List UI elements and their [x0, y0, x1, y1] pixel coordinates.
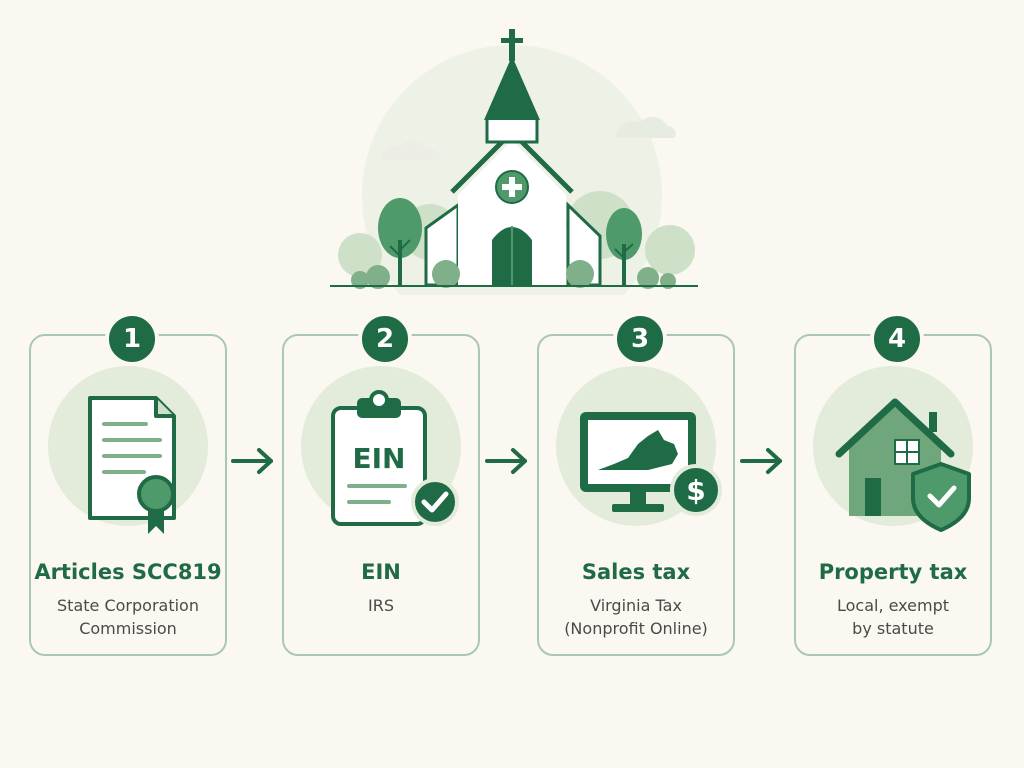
step-title: EIN	[361, 560, 401, 584]
step-subtitle-line: (Nonprofit Online)	[564, 619, 708, 638]
document-seal-icon	[48, 366, 208, 534]
step-subtitle: IRS	[290, 594, 472, 617]
clipboard-label: EIN	[353, 442, 406, 475]
step-card-1: 1 Articles SCC819 State Corporation Comm…	[29, 312, 227, 656]
clipboard-check-icon: EIN	[301, 366, 461, 526]
step-title: Property tax	[818, 560, 968, 584]
monitor-dollar-icon: $	[556, 366, 722, 526]
step-subtitle-line: Commission	[79, 619, 177, 638]
church-illustration	[330, 29, 698, 295]
step-subtitle-line: State Corporation	[57, 596, 199, 615]
step-number-badge: 3	[613, 312, 667, 366]
step-card-4: 4 Property tax Local, exempt by statute	[794, 312, 992, 656]
step-subtitle: State Corporation Commission	[37, 594, 219, 640]
step-subtitle-line: by statute	[852, 619, 934, 638]
dollar-symbol: $	[686, 474, 705, 507]
step-card-2: 2 EIN EIN IRS	[282, 312, 480, 656]
step-number-badge: 4	[870, 312, 924, 366]
step-number-badge: 1	[105, 312, 159, 366]
step-subtitle-line: Local, exempt	[836, 596, 950, 615]
tree-left	[378, 198, 422, 285]
step-card-3: 3 $ Sales tax Virginia Tax (Nonprofit On…	[537, 312, 735, 656]
tree-right	[606, 208, 642, 285]
step-number-badge: 2	[358, 312, 412, 366]
step-subtitle: Virginia Tax (Nonprofit Online)	[545, 594, 727, 640]
arrow-right-icon	[485, 448, 527, 474]
step-title: Sales tax	[581, 560, 691, 584]
step-subtitle-line: Virginia Tax	[590, 596, 682, 615]
step-subtitle-line: IRS	[368, 596, 394, 615]
step-title: Articles SCC819	[34, 560, 222, 584]
house-shield-icon	[813, 366, 973, 532]
step-subtitle: Local, exempt by statute	[802, 594, 984, 640]
arrow-right-icon	[740, 448, 782, 474]
arrow-right-icon	[231, 448, 273, 474]
